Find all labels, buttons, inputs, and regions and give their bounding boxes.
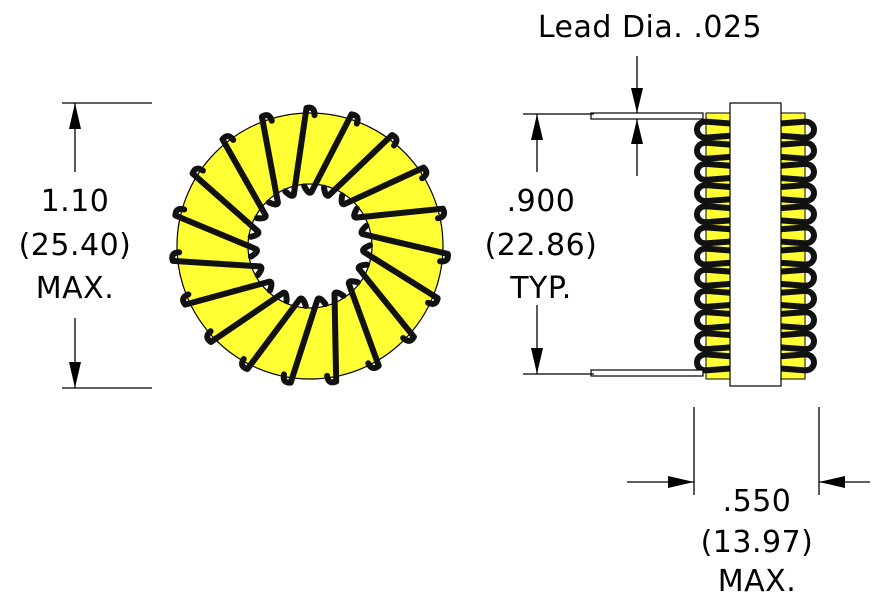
height-mm-label: (13.97) <box>701 525 814 560</box>
height-arrow-right <box>668 476 694 488</box>
side-winding-right <box>776 351 817 374</box>
winding-turn <box>321 132 400 199</box>
od-arrow-down <box>69 362 81 388</box>
side-winding-left <box>694 139 735 162</box>
side-winding-right <box>776 118 817 141</box>
winding-turn <box>324 289 347 386</box>
side-winding-left <box>694 182 735 205</box>
spacing-dimension: .900 (22.86) TYP. <box>485 113 598 375</box>
spacing-inch-label: .900 <box>507 184 576 219</box>
side-winding-right <box>776 160 817 183</box>
height-note-label: MAX. <box>718 564 797 596</box>
winding-turn <box>338 164 430 208</box>
side-winding-left <box>694 118 735 141</box>
od-inch-label: 1.10 <box>41 184 110 219</box>
winding-turn <box>355 261 417 344</box>
lead-bottom <box>590 369 704 377</box>
od-note-label: MAX. <box>36 271 115 306</box>
winding-turn <box>189 165 262 240</box>
winding-turn <box>180 278 275 308</box>
side-winding-left <box>694 203 735 226</box>
winding-turn <box>351 205 448 222</box>
lead-dia-dimension: Lead Dia. .025 <box>538 10 762 176</box>
toroid-windings <box>169 104 451 386</box>
winding-turn <box>345 278 382 372</box>
spacing-note-label: TYP. <box>509 271 572 306</box>
winding-turn <box>239 295 309 372</box>
side-winding-left <box>694 245 735 268</box>
height-dimension: .550 (13.97) MAX. <box>627 407 870 596</box>
od-dimension: 1.10 (25.40) MAX. <box>19 102 152 389</box>
spacing-arrow-up <box>531 114 543 140</box>
side-winding-right <box>776 245 817 268</box>
winding-turn <box>360 242 441 307</box>
winding-turn <box>358 222 451 265</box>
height-inch-label: .550 <box>723 484 792 519</box>
winding-turn <box>204 289 290 345</box>
side-winding-left <box>694 309 735 332</box>
side-winding-left <box>694 266 735 289</box>
side-core-center-band <box>729 102 782 387</box>
lead-dia-arrow-up <box>631 119 643 144</box>
lead-top <box>590 112 704 120</box>
spacing-mm-label: (22.86) <box>485 228 598 263</box>
lead-dia-label: Lead Dia. .025 <box>538 10 762 45</box>
side-winding-left <box>694 224 735 247</box>
side-winding-left <box>694 287 735 310</box>
winding-turn <box>172 205 260 260</box>
winding-turn <box>280 295 329 386</box>
winding-turn <box>169 249 265 279</box>
side-winding-right <box>776 330 817 353</box>
side-winding-right <box>776 287 817 310</box>
side-winding-left <box>694 330 735 353</box>
side-winding-left <box>694 351 735 374</box>
spacing-arrow-down <box>531 348 543 374</box>
side-winding-left <box>694 160 735 183</box>
od-mm-label: (25.40) <box>19 228 132 263</box>
side-winding-right <box>776 224 817 247</box>
winding-turn <box>258 112 281 208</box>
side-winding-right <box>776 139 817 162</box>
winding-turn <box>301 111 361 196</box>
winding-turn <box>282 104 318 199</box>
side-winding-right <box>776 309 817 332</box>
side-windings <box>694 118 817 374</box>
side-winding-right <box>776 203 817 226</box>
lead-dia-arrow-down <box>631 88 643 113</box>
toroid-top-view <box>169 104 451 386</box>
od-arrow-up <box>69 103 81 129</box>
toroid-side-view <box>590 102 817 387</box>
height-arrow-left <box>819 476 845 488</box>
winding-turn <box>219 133 269 222</box>
side-winding-right <box>776 182 817 205</box>
side-winding-right <box>776 266 817 289</box>
